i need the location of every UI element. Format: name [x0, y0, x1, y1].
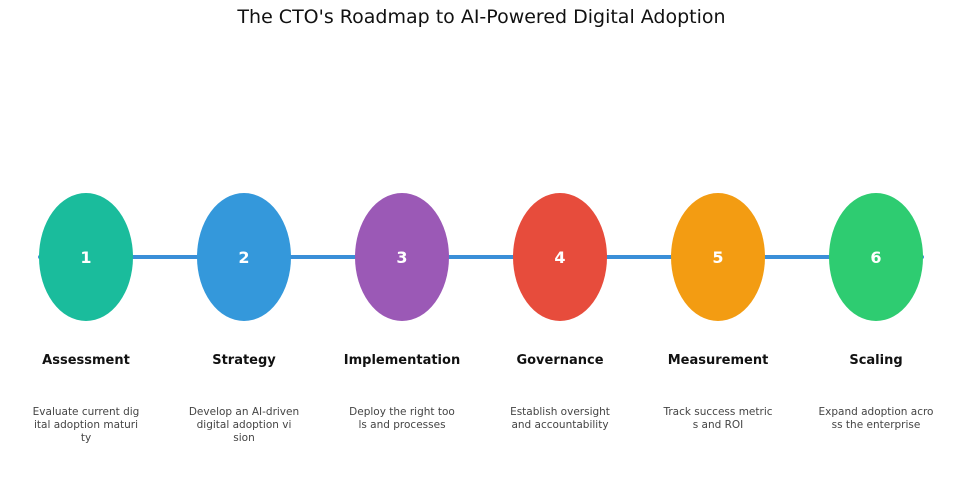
step-circle: 1	[39, 193, 133, 321]
step-strategy: 2 Strategy Develop an AI-driven digital …	[164, 0, 324, 477]
step-description: Develop an AI-driven digital adoption vi…	[188, 406, 300, 444]
step-circle: 3	[355, 193, 449, 321]
step-circle: 6	[829, 193, 923, 321]
step-description: Expand adoption acro ss the enterprise	[818, 406, 934, 431]
step-title: Measurement	[667, 353, 769, 368]
page-title: The CTO's Roadmap to AI-Powered Digital …	[237, 6, 726, 28]
step-description: Track success metric s and ROI	[663, 406, 773, 431]
step-circle: 4	[513, 193, 607, 321]
step-number: 2	[238, 247, 250, 267]
step-title: Assessment	[42, 353, 130, 368]
step-description: Deploy the right too ls and processes	[349, 406, 455, 431]
timeline-connector-line	[38, 255, 924, 259]
step-number: 1	[80, 247, 92, 267]
step-number: 3	[396, 247, 408, 267]
step-title: Strategy	[212, 353, 276, 368]
step-measurement: 5 Measurement Track success metric s and…	[638, 0, 798, 477]
step-description: Evaluate current dig ital adoption matur…	[32, 406, 140, 444]
step-scaling: 6 Scaling Expand adoption acro ss the en…	[796, 0, 956, 477]
step-number: 5	[712, 247, 724, 267]
step-number: 6	[870, 247, 882, 267]
step-implementation: 3 Implementation Deploy the right too ls…	[322, 0, 482, 477]
step-title: Implementation	[343, 353, 461, 368]
step-governance: 4 Governance Establish oversight and acc…	[480, 0, 640, 477]
step-title: Scaling	[849, 353, 903, 368]
step-description: Establish oversight and accountability	[510, 406, 610, 431]
step-number: 4	[554, 247, 566, 267]
step-circle: 2	[197, 193, 291, 321]
step-assessment: 1 Assessment Evaluate current dig ital a…	[6, 0, 166, 477]
step-circle: 5	[671, 193, 765, 321]
step-title: Governance	[516, 353, 604, 368]
